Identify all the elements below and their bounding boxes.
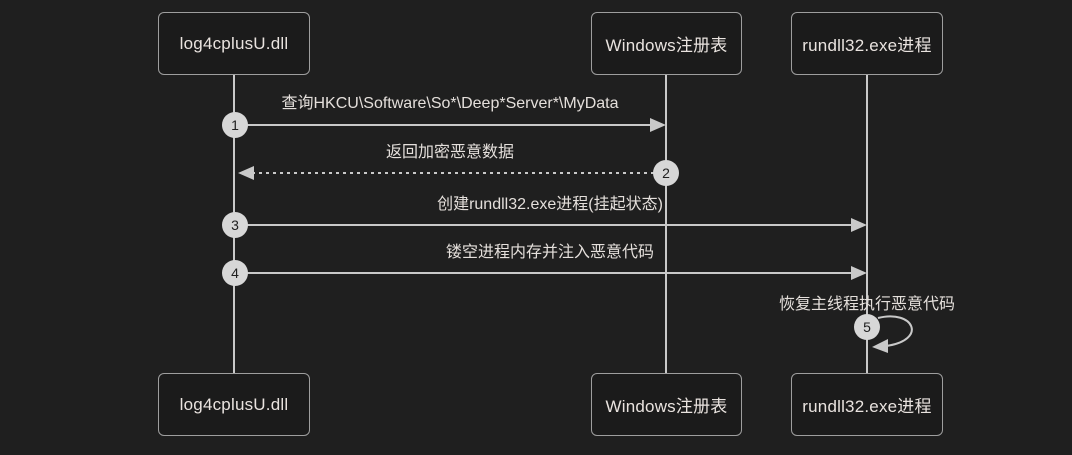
- actor-box-rundll32-bottom: rundll32.exe进程: [791, 373, 943, 436]
- actor-label: rundll32.exe进程: [802, 397, 932, 416]
- message-3-label: 创建rundll32.exe进程(挂起状态): [437, 196, 663, 213]
- message-5-label: 恢复主线程执行恶意代码: [778, 296, 956, 313]
- actor-box-log4cplusu-bottom: log4cplusU.dll: [158, 373, 310, 436]
- sequence-number-3: 3: [222, 212, 248, 238]
- actor-box-rundll32-top: rundll32.exe进程: [791, 12, 943, 75]
- sequence-number-5: 5: [854, 314, 880, 340]
- sequence-number-1: 1: [222, 112, 248, 138]
- actor-box-registry-top: Windows注册表: [591, 12, 742, 75]
- actor-box-log4cplusu-top: log4cplusU.dll: [158, 12, 310, 75]
- message-2-label: 返回加密恶意数据: [385, 144, 515, 161]
- message-5-self-loop: [877, 315, 913, 347]
- actor-label: rundll32.exe进程: [802, 36, 932, 55]
- message-3-arrowhead: [851, 218, 867, 232]
- message-1-arrowhead: [650, 118, 666, 132]
- message-5-arrowhead: [872, 339, 888, 353]
- actor-box-registry-bottom: Windows注册表: [591, 373, 742, 436]
- message-2-arrowhead: [238, 166, 254, 180]
- message-4-arrowhead: [851, 266, 867, 280]
- actor-label: Windows注册表: [605, 397, 728, 416]
- sequence-number-4: 4: [222, 260, 248, 286]
- sequence-number-2: 2: [653, 160, 679, 186]
- message-1-label: 查询HKCU\Software\So*\Deep*Server*\MyData: [281, 95, 619, 112]
- actor-label: log4cplusU.dll: [179, 33, 289, 53]
- actor-label: Windows注册表: [605, 36, 728, 55]
- message-4-label: 镂空进程内存并注入恶意代码: [445, 244, 655, 261]
- actor-label: log4cplusU.dll: [179, 394, 289, 414]
